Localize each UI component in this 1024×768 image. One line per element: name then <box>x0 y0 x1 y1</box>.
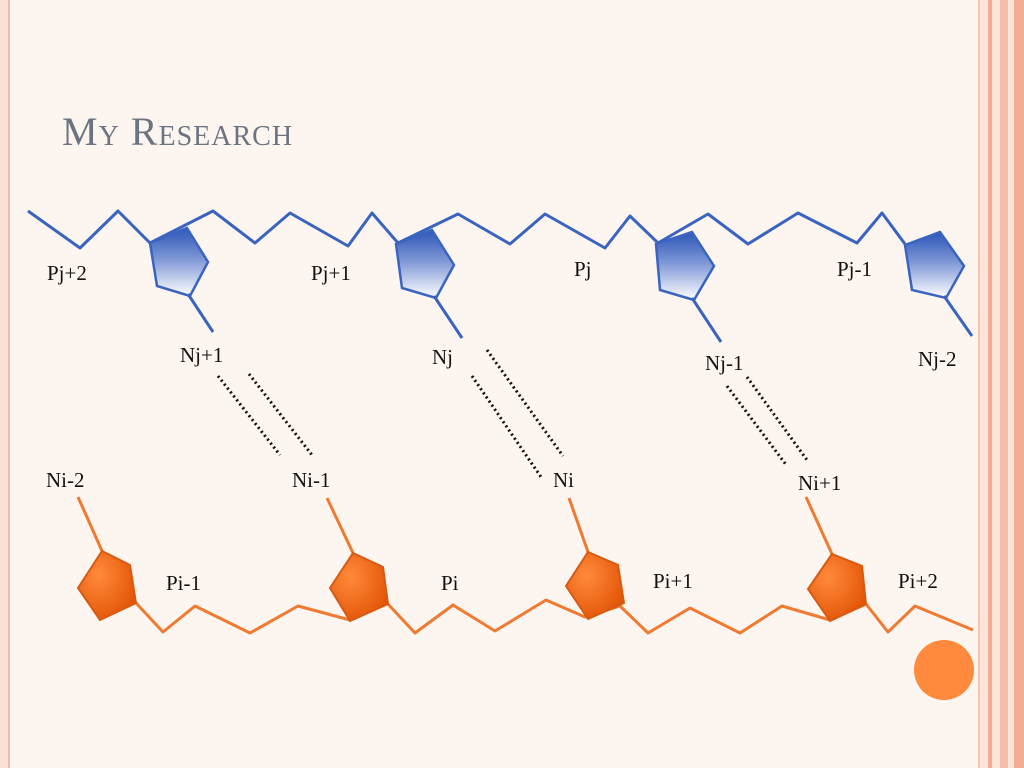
label-pi-plus-2: Pi+2 <box>898 569 938 593</box>
hydrogen-bonds <box>216 349 809 478</box>
right-frame-stripes <box>978 0 1024 768</box>
sugar-i-1 <box>76 496 138 622</box>
label-ni-plus-1: Ni+1 <box>798 471 841 495</box>
sugar-i-2 <box>325 497 390 623</box>
label-pj-plus-1: Pj+1 <box>311 261 351 285</box>
decorative-orange-circle <box>914 640 974 700</box>
sugar-i-4 <box>804 496 868 623</box>
label-pi: Pi <box>441 571 459 595</box>
sugar-j-3 <box>654 230 723 343</box>
slide-title: My Research <box>62 109 294 154</box>
sugar-j-2 <box>394 228 464 339</box>
label-ni: Ni <box>553 468 574 492</box>
sugar-j-4 <box>903 230 974 337</box>
label-nj-plus-1: Nj+1 <box>180 343 223 367</box>
label-pj-plus-2: Pj+2 <box>47 261 87 285</box>
strand-j-backbone <box>27 209 907 250</box>
label-nj-minus-2: Nj-2 <box>918 347 957 371</box>
left-frame-border <box>0 0 10 768</box>
sugar-j-1 <box>148 226 215 333</box>
label-ni-minus-1: Ni-1 <box>292 468 331 492</box>
sugar-i-3 <box>564 497 626 621</box>
label-pj-minus-1: Pj-1 <box>837 257 872 281</box>
label-pj: Pj <box>574 257 592 281</box>
label-ni-minus-2: Ni-2 <box>46 468 85 492</box>
label-nj-minus-1: Nj-1 <box>705 351 744 375</box>
label-pi-minus-1: Pi-1 <box>166 571 201 595</box>
label-pi-plus-1: Pi+1 <box>653 569 693 593</box>
label-nj: Nj <box>432 345 453 369</box>
